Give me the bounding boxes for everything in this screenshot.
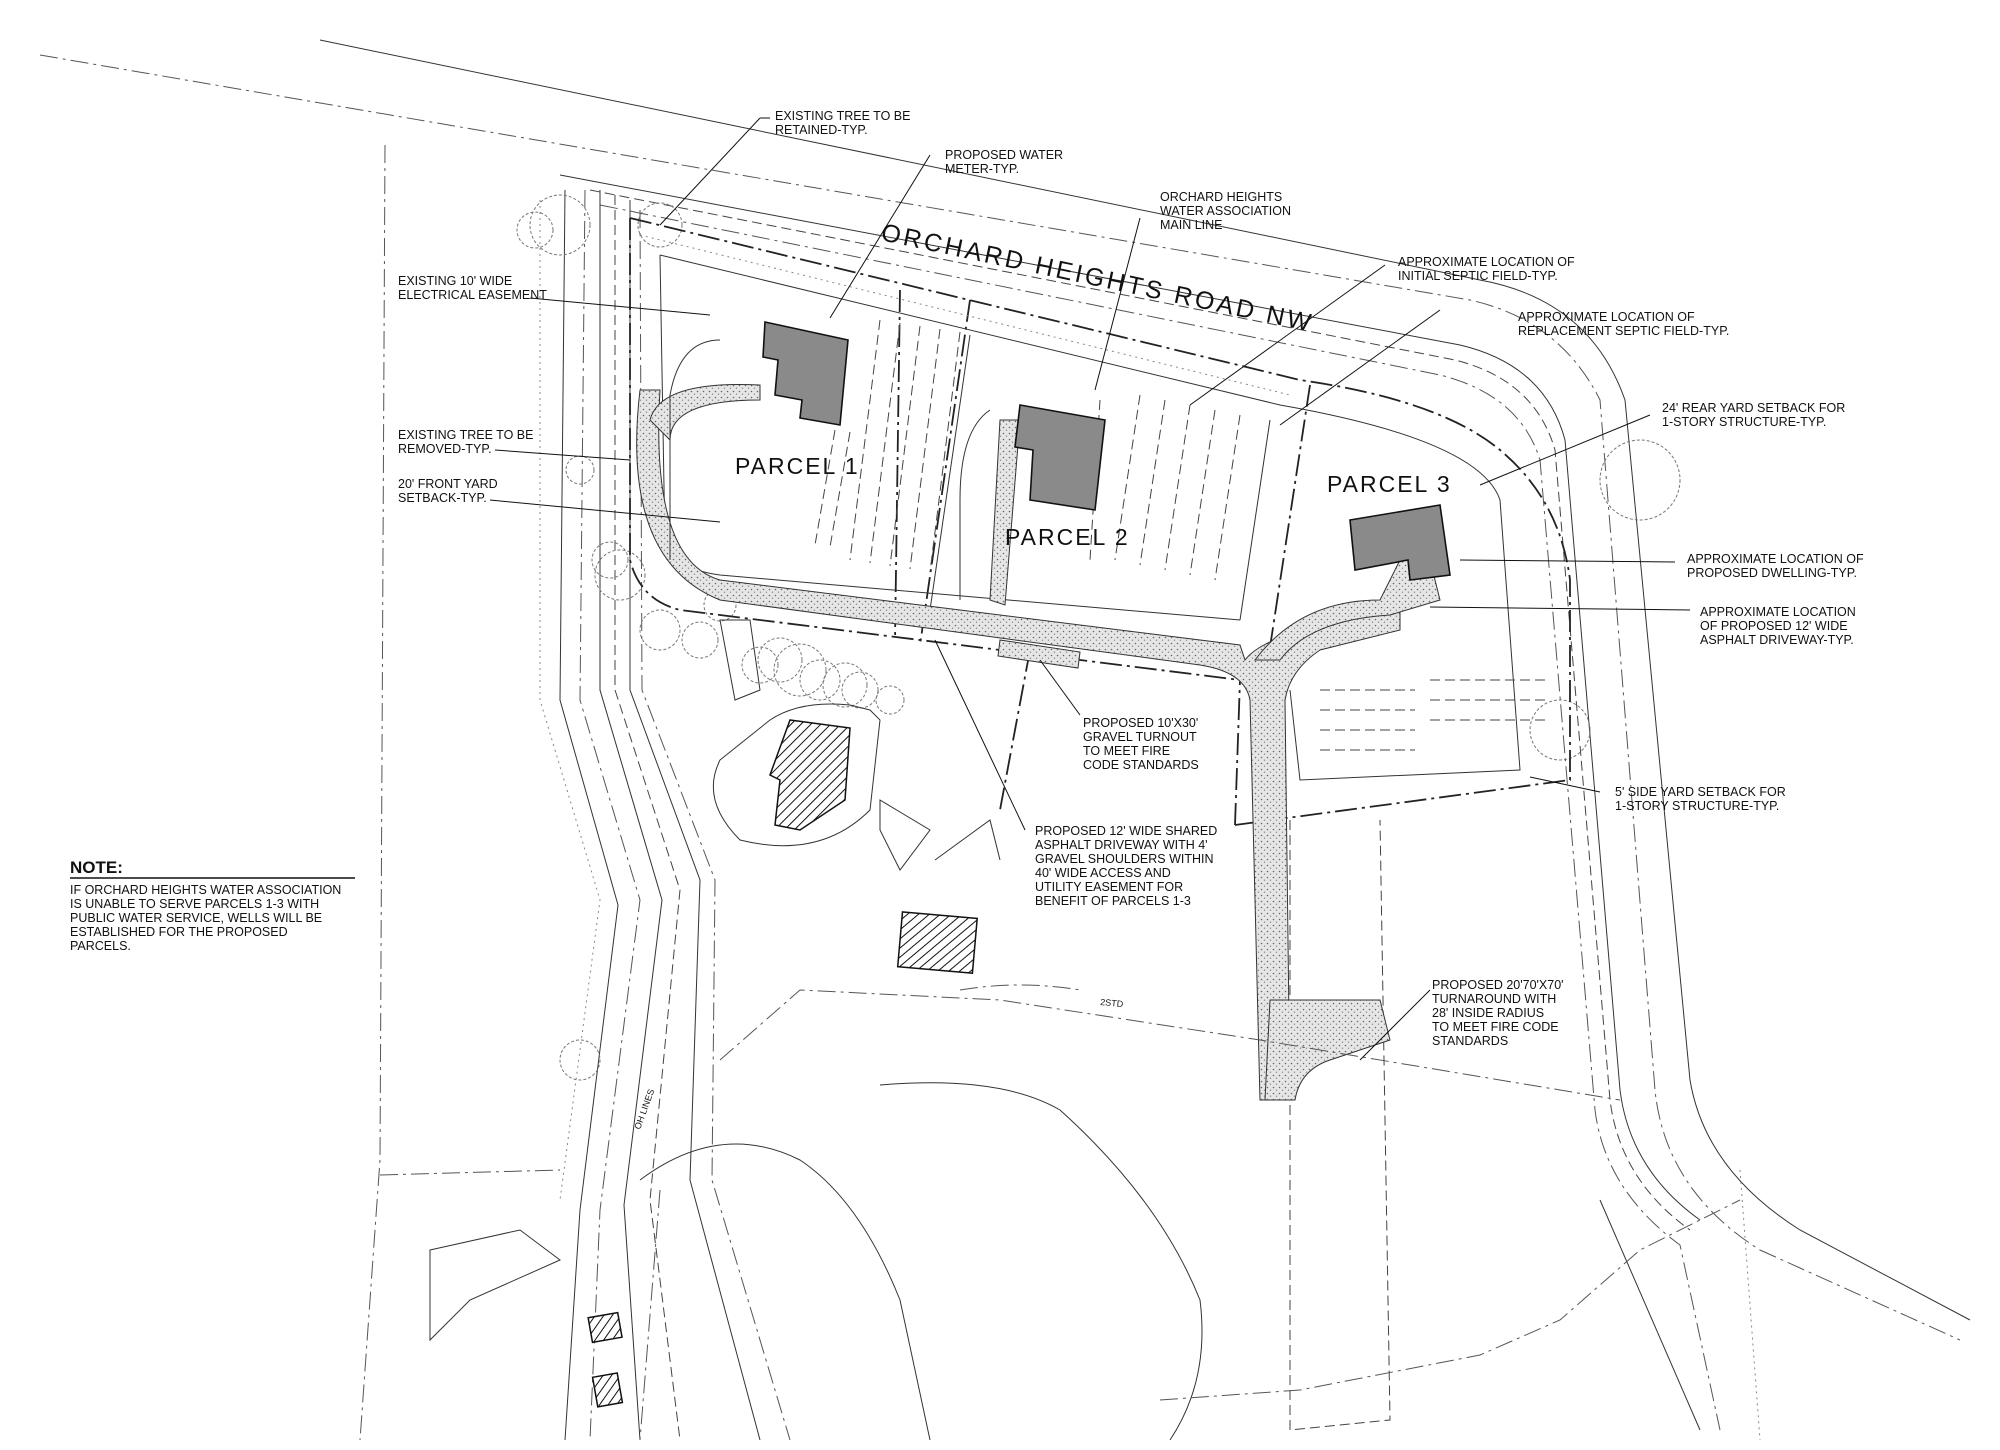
road-right-of-way — [39, 39, 1971, 1431]
callout-water-main: ORCHARD HEIGHTS WATER ASSOCIATION MAIN L… — [1160, 190, 1291, 232]
parcel-boundaries — [629, 217, 1571, 1431]
tree-retained-line-1: EXISTING TREE TO BE — [775, 109, 910, 123]
electrical-easement-line-2: ELECTRICAL EASEMENT — [398, 288, 547, 302]
callout-turnaround: PROPOSED 20'70'X70' TURNAROUND WITH 28' … — [1432, 978, 1564, 1048]
shared-driveway-line-3: GRAVEL SHOULDERS WITHIN — [1035, 852, 1214, 866]
initial-septic-line-1: APPROXIMATE LOCATION OF — [1398, 255, 1575, 269]
callout-side-setback: 5' SIDE YARD SETBACK FOR 1-STORY STRUCTU… — [1615, 785, 1786, 813]
existing-structures — [429, 619, 1001, 1408]
rear-setback-line-2: 1-STORY STRUCTURE-TYP. — [1662, 415, 1826, 429]
parcel-3-label: PARCEL 3 — [1327, 471, 1452, 497]
parcel2-driveway — [989, 419, 1021, 606]
gravel-turnout-line-3: TO MEET FIRE — [1083, 744, 1170, 758]
shared-driveway-line-5: UTILITY EASEMENT FOR — [1035, 880, 1183, 894]
shared-driveway-line-2: ASPHALT DRIVEWAY WITH 4' — [1035, 838, 1208, 852]
existing-outbuilding-2 — [591, 1372, 624, 1408]
callout-front-setback: 20' FRONT YARD SETBACK-TYP. — [398, 477, 498, 505]
turnaround-line-4: TO MEET FIRE CODE — [1432, 1020, 1559, 1034]
parcel3-septic — [1320, 679, 1550, 751]
callout-dwelling: APPROXIMATE LOCATION OF PROPOSED DWELLIN… — [1687, 552, 1864, 580]
proposed-dwellings — [762, 321, 1451, 581]
tree-retained-line-2: RETAINED-TYP. — [775, 123, 868, 137]
general-note: NOTE: IF ORCHARD HEIGHTS WATER ASSOCIATI… — [70, 858, 355, 953]
dwelling-line-1: APPROXIMATE LOCATION OF — [1687, 552, 1864, 566]
callout-tree-retained: EXISTING TREE TO BE RETAINED-TYP. — [775, 109, 910, 137]
turnaround-line-1: PROPOSED 20'70'X70' — [1432, 978, 1564, 992]
water-main-line-2: WATER ASSOCIATION — [1160, 204, 1291, 218]
turnaround — [1264, 999, 1391, 1101]
front-setback-line-1: 20' FRONT YARD — [398, 477, 498, 491]
septic-fields — [814, 319, 1550, 751]
callout-shared-driveway: PROPOSED 12' WIDE SHARED ASPHALT DRIVEWA… — [1035, 824, 1217, 908]
callout-leaders — [489, 117, 1691, 1061]
field-contours — [639, 1082, 1761, 1441]
callout-initial-septic: APPROXIMATE LOCATION OF INITIAL SEPTIC F… — [1398, 255, 1575, 283]
parcel1-dwelling — [762, 321, 849, 426]
water-main-line-1: ORCHARD HEIGHTS — [1160, 190, 1282, 204]
utility-lines — [379, 984, 1741, 1441]
line-tags: OH LINES 2STD — [632, 997, 1124, 1131]
driveway-12-line-3: ASPHALT DRIVEWAY-TYP. — [1700, 633, 1854, 647]
existing-shed — [896, 911, 979, 975]
callout-gravel-turnout: PROPOSED 10'X30' GRAVEL TURNOUT TO MEET … — [1083, 716, 1199, 772]
driveway-12-line-2: OF PROPOSED 12' WIDE — [1700, 619, 1848, 633]
tree-removed-line-2: REMOVED-TYP. — [398, 442, 492, 456]
parcel1-septic — [814, 319, 961, 573]
existing-outbuilding-1 — [587, 1311, 623, 1344]
shared-driveway-line-1: PROPOSED 12' WIDE SHARED — [1035, 824, 1217, 838]
gravel-turnout-line-1: PROPOSED 10'X30' — [1083, 716, 1198, 730]
parcel2-septic — [1089, 394, 1241, 581]
water-meter-line-1: PROPOSED WATER — [945, 148, 1063, 162]
road-name-label: ORCHARD HEIGHTS ROAD NW — [879, 218, 1316, 337]
note-line-1: IF ORCHARD HEIGHTS WATER ASSOCIATION — [70, 883, 341, 897]
driveways — [636, 339, 1441, 1101]
turnaround-line-3: 28' INSIDE RADIUS — [1432, 1006, 1544, 1020]
replacement-septic-line-1: APPROXIMATE LOCATION OF — [1518, 310, 1695, 324]
dwelling-line-2: PROPOSED DWELLING-TYP. — [1687, 566, 1857, 580]
gravel-turnout-line-4: CODE STANDARDS — [1083, 758, 1199, 772]
callout-driveway-12: APPROXIMATE LOCATION OF PROPOSED 12' WID… — [1700, 605, 1856, 647]
turnaround-line-5: STANDARDS — [1432, 1034, 1508, 1048]
note-title: NOTE: — [70, 858, 123, 877]
water-line-tag: 2STD — [1100, 997, 1124, 1009]
existing-house — [769, 719, 851, 831]
callout-rear-setback: 24' REAR YARD SETBACK FOR 1-STORY STRUCT… — [1662, 401, 1845, 429]
parcel-1-label: PARCEL 1 — [735, 453, 860, 479]
water-meter-line-2: METER-TYP. — [945, 162, 1019, 176]
driveway-12-line-1: APPROXIMATE LOCATION — [1700, 605, 1856, 619]
side-setback-line-1: 5' SIDE YARD SETBACK FOR — [1615, 785, 1786, 799]
note-line-4: ESTABLISHED FOR THE PROPOSED — [70, 925, 288, 939]
parcel3-dwelling — [1349, 504, 1451, 581]
tree-removed-line-1: EXISTING TREE TO BE — [398, 428, 533, 442]
initial-septic-line-2: INITIAL SEPTIC FIELD-TYP. — [1398, 269, 1558, 283]
callout-tree-removed: EXISTING TREE TO BE REMOVED-TYP. — [398, 428, 533, 456]
turnaround-line-2: TURNAROUND WITH — [1432, 992, 1556, 1006]
electrical-easement-line-1: EXISTING 10' WIDE — [398, 274, 512, 288]
front-setback-line-2: SETBACK-TYP. — [398, 491, 487, 505]
parcel-2-label: PARCEL 2 — [1005, 524, 1130, 550]
water-main-line-3: MAIN LINE — [1160, 218, 1223, 232]
callout-electrical-easement: EXISTING 10' WIDE ELECTRICAL EASEMENT — [398, 274, 547, 302]
note-line-2: IS UNABLE TO SERVE PARCELS 1-3 WITH — [70, 897, 319, 911]
gravel-turnout-line-2: GRAVEL TURNOUT — [1083, 730, 1197, 744]
gravel-turnout — [997, 639, 1081, 669]
callout-replacement-septic: APPROXIMATE LOCATION OF REPLACEMENT SEPT… — [1518, 310, 1729, 338]
replacement-septic-line-2: REPLACEMENT SEPTIC FIELD-TYP. — [1518, 324, 1729, 338]
parcel1-driveway — [649, 383, 761, 442]
side-setback-line-2: 1-STORY STRUCTURE-TYP. — [1615, 799, 1779, 813]
note-line-3: PUBLIC WATER SERVICE, WELLS WILL BE — [70, 911, 322, 925]
rear-setback-line-1: 24' REAR YARD SETBACK FOR — [1662, 401, 1845, 415]
shared-driveway-line-4: 40' WIDE ACCESS AND — [1035, 866, 1171, 880]
note-line-5: PARCELS. — [70, 939, 131, 953]
parcel2-dwelling — [1014, 404, 1106, 511]
shared-driveway — [636, 389, 1401, 1101]
west-boundary-lines — [359, 144, 791, 1441]
shared-driveway-line-6: BENEFIT OF PARCELS 1-3 — [1035, 894, 1191, 908]
existing-trees — [516, 194, 1681, 1081]
callout-water-meter: PROPOSED WATER METER-TYP. — [945, 148, 1063, 176]
